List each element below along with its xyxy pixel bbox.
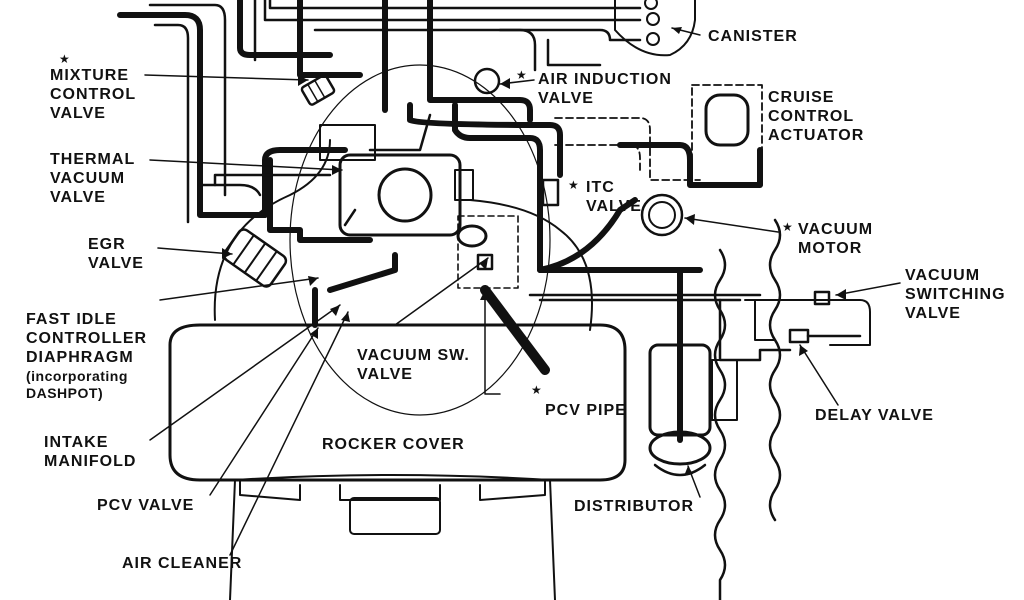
label-vacuum-motor: VACUUM MOTOR [798,221,874,257]
label-distributor: DISTRIBUTOR [574,498,695,515]
leader-lines [144,27,901,556]
air-cleaner-housing [229,474,556,600]
carburetor-body [338,153,462,237]
fast-idle-controller-diaphragm [456,224,488,248]
cruise-control-actuator-box [691,84,763,186]
label-mixture-control-valve: MIXTURE CONTROL VALVE [50,67,137,122]
air-cleaner-tab [349,497,441,535]
label-thermal-vacuum-valve: THERMAL VACUUM VALVE [50,151,136,206]
thick-hoses [117,0,763,443]
distributor [648,343,738,477]
label-intake-manifold: INTAKE MANIFOLD [44,434,137,470]
cruise-control-actuator [704,93,750,147]
label-itc-valve: ITC VALVE [586,179,642,215]
marker-vacuum-motor: ★ [782,220,793,234]
thin-hoses [148,0,862,600]
air-cleaner-lid [239,479,546,501]
label-vacuum-switching-valve: VACUUM SWITCHING VALVE [905,267,1006,322]
vacuum-switching-valve [813,290,831,306]
carburetor-base-outline [289,64,551,416]
vacuum-sw-valve-box [457,215,519,289]
marker-pcv-pipe: ★ [531,383,542,397]
label-vacuum-sw-valve: VACUUM SW. VALVE [357,347,470,383]
label-rocker-cover: ROCKER COVER [322,436,465,453]
vacuum-motor [640,193,684,237]
marker-air-induction: ★ [516,68,527,82]
rocker-cover [168,323,627,482]
label-air-cleaner: AIR CLEANER [122,555,243,572]
marker-mixture: ★ [59,52,70,66]
carburetor-top [319,124,376,161]
carburetor-side [454,169,474,201]
arrow-heads [222,27,846,476]
intake-manifold-outline [213,139,593,331]
mixture-control-valve [300,74,336,106]
label-incorporating-dashpot: (incorporating DASHPOT) [26,368,128,401]
label-canister: CANISTER [708,28,798,45]
label-pcv-pipe: PCV PIPE [545,402,627,419]
delay-valve [788,328,810,344]
egr-valve [222,228,288,288]
label-cruise-control-actuator: CRUISE CONTROL ACTUATOR [768,89,865,144]
label-pcv-valve: PCV VALVE [97,497,195,514]
label-egr-valve: EGR VALVE [88,236,144,272]
marker-itc: ★ [568,178,579,192]
label-delay-valve: DELAY VALVE [815,407,934,424]
pcv-pipe [480,285,550,375]
air-induction-valve [473,67,501,95]
label-air-induction-valve: AIR INDUCTION VALVE [538,71,672,107]
carburetor-throttle [377,167,433,223]
label-fast-idle-controller-diaphragm: FAST IDLE CONTROLLER DIAPHRAGM [26,311,148,366]
